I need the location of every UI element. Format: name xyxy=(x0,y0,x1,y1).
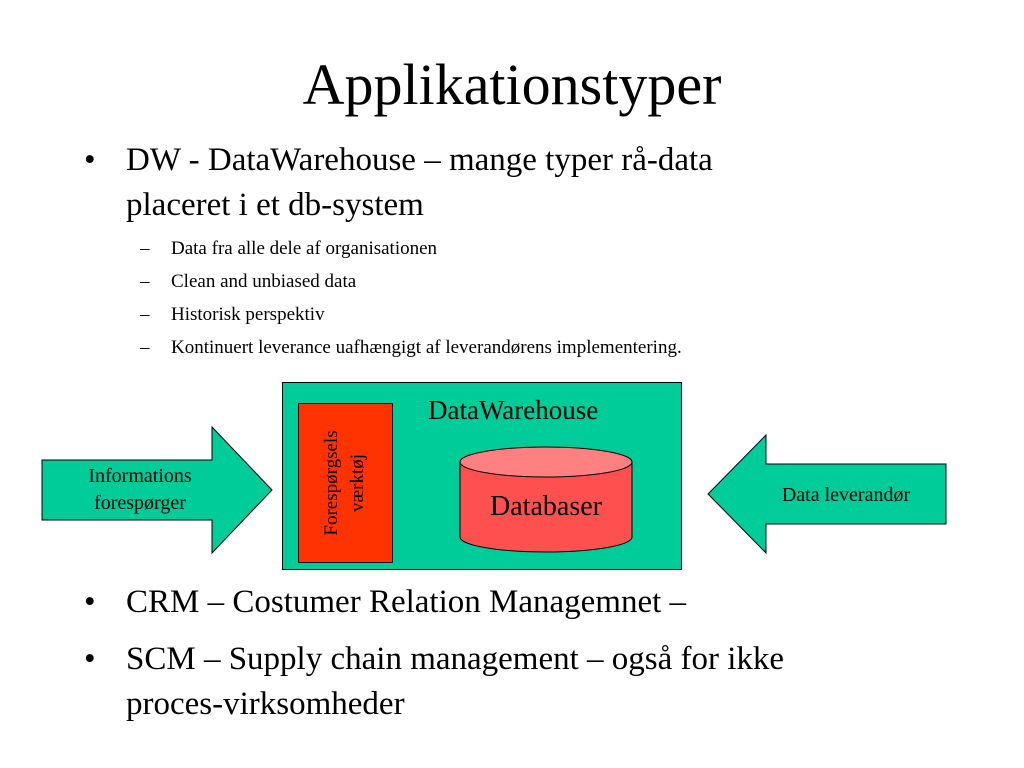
bullet-text: CRM – Costumer Relation Managemnet – xyxy=(126,580,966,625)
sub-bullet-text: Data fra alle dele af organisationen xyxy=(171,238,438,259)
bullet-scm: • SCM – Supply chain management – også f… xyxy=(84,637,984,727)
database-label: Databaser xyxy=(490,491,602,522)
bullet-line: CRM – Costumer Relation Managemnet – xyxy=(126,584,687,620)
right-arrow-shape xyxy=(707,433,947,555)
slide-title: Applikationstyper xyxy=(302,52,722,117)
bullet-line: DW - DataWarehouse – mange typer rå-data xyxy=(126,142,713,178)
left-arrow-line: Informations xyxy=(88,465,192,487)
bullet-marker: • xyxy=(84,584,96,620)
sub-bullet-text: Clean and unbiased data xyxy=(171,271,357,292)
left-arrow-label: Informations forespørger xyxy=(42,463,238,517)
sub-bullet-text: Kontinuert leverance uafhængigt af lever… xyxy=(171,337,682,358)
query-tool-box xyxy=(298,403,393,563)
sub-bullet-marker: – xyxy=(140,271,150,292)
sub-bullet-marker: – xyxy=(140,238,150,259)
datawarehouse-label: DataWarehouse xyxy=(428,395,599,425)
sub-bullet-marker: – xyxy=(140,304,150,325)
bullet-line: SCM – Supply chain management – også for… xyxy=(126,641,785,677)
left-arrow-line: forespørger xyxy=(94,492,186,514)
bullet-dw: • DW - DataWarehouse – mange typer rå-da… xyxy=(84,138,984,228)
bullet-line: proces-virksomheder xyxy=(126,686,405,722)
database-top-shape xyxy=(459,446,633,478)
sub-bullet-marker: – xyxy=(140,337,150,358)
bullet-text: DW - DataWarehouse – mange typer rå-data… xyxy=(126,138,966,228)
left-arrow-shape xyxy=(41,425,273,555)
right-arrow-label: Data leverandør xyxy=(781,484,911,506)
bullet-marker: • xyxy=(84,142,96,178)
bullet-crm: • CRM – Costumer Relation Managemnet – xyxy=(84,580,984,625)
bullet-marker: • xyxy=(84,641,96,677)
bullet-text: SCM – Supply chain management – også for… xyxy=(126,637,966,727)
sub-bullet-text: Historisk perspektiv xyxy=(171,304,325,325)
bullet-line: placeret i et db-system xyxy=(126,187,424,223)
database-body-shape xyxy=(459,461,633,553)
